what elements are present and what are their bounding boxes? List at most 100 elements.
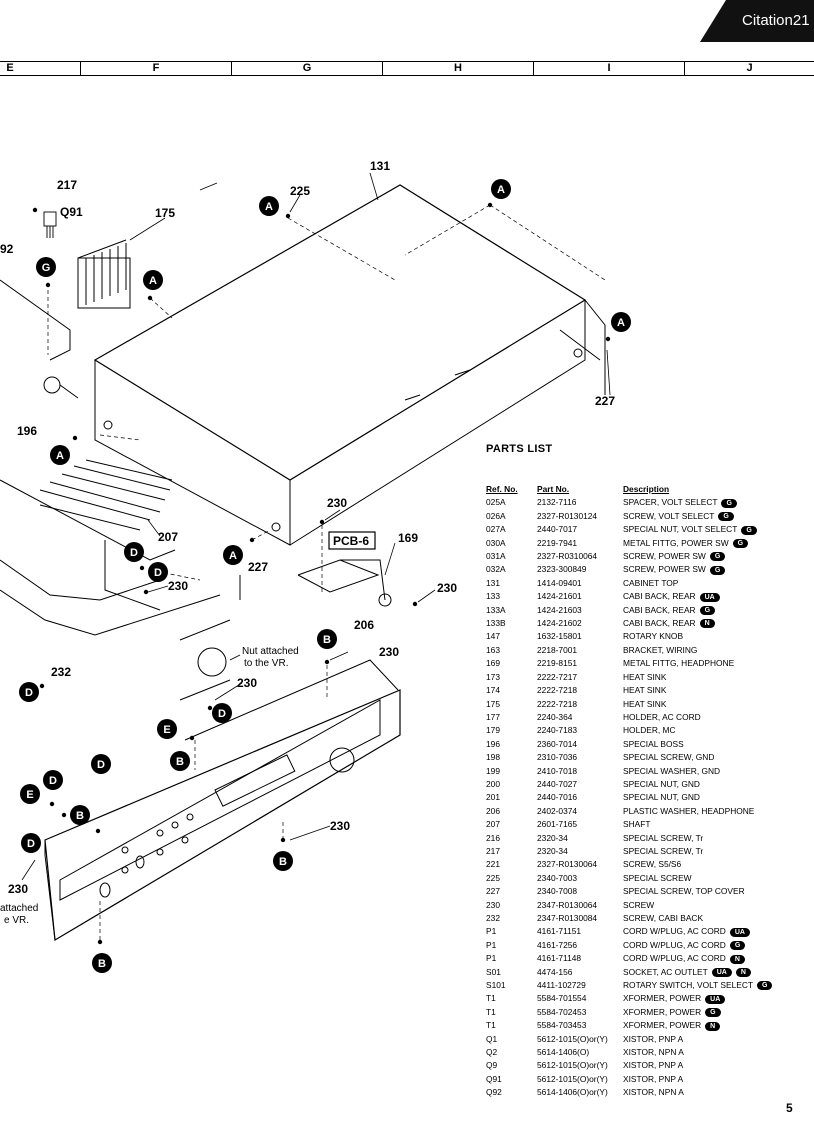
description-cell: PLASTIC WASHER, HEADPHONE	[623, 805, 811, 818]
column-j: J	[746, 62, 753, 74]
description-cell: HOLDER, MC	[623, 724, 811, 737]
svg-text:B: B	[76, 810, 84, 822]
callout-92: 92	[0, 242, 14, 256]
marker-d-6: D	[43, 770, 63, 790]
ref-no-cell: P1	[486, 926, 497, 937]
column-h: H	[383, 62, 534, 75]
description-text: HOLDER, MC	[623, 725, 676, 736]
part-no-cell: 2327-R0130124	[537, 510, 598, 521]
description-cell: SPECIAL BOSS	[623, 738, 811, 751]
svg-text:A: A	[229, 550, 237, 562]
callout-207: 207	[158, 530, 178, 544]
grid-column-bar: E F G H I J	[0, 61, 814, 76]
column-g: G	[232, 62, 383, 75]
description-text: SCREW	[623, 899, 655, 910]
ref-no-cell: S01	[486, 966, 501, 977]
ref-no-cell: 133B	[486, 618, 506, 629]
heat-sink	[77, 239, 131, 309]
region-badge: N	[705, 1021, 721, 1031]
region-badge: G	[709, 552, 726, 562]
description-text: BRACKET, WIRING	[623, 644, 698, 655]
note-left-line2: e VR.	[4, 915, 29, 926]
part-no-cell: 5612-1015(O)or(Y)	[537, 1033, 608, 1044]
description-text: SPACER, VOLT SELECT	[623, 497, 718, 508]
description-text: CORD W/PLUG, AC CORD	[623, 939, 726, 950]
part-no-cell: 5584-702453	[537, 1006, 587, 1017]
ref-no-cell: 169	[486, 658, 500, 669]
ref-no-cell: 031A	[486, 551, 506, 562]
part-no-cell: 2440-7017	[537, 524, 578, 535]
region-badge: N	[729, 954, 745, 964]
marker-e-1: E	[157, 719, 177, 739]
svg-text:D: D	[130, 547, 138, 559]
description-text: SPECIAL NUT, VOLT SELECT	[623, 524, 738, 535]
callout-230-bottom: 230	[330, 819, 350, 833]
region-badge: UA	[711, 967, 732, 977]
note-nut-line2: to the VR.	[244, 658, 288, 669]
marker-b-3: B	[70, 805, 90, 825]
ref-no-cell: Q92	[486, 1087, 502, 1098]
part-no-cell: 5614-1406(O)	[537, 1047, 590, 1058]
description-text: CORD W/PLUG, AC CORD	[623, 926, 726, 937]
description-cell: SHAFT	[623, 818, 811, 831]
callout-206: 206	[354, 618, 374, 632]
part-no-cell: 1424-21601	[537, 591, 582, 602]
description-cell: SCREW, CABI BACK	[623, 912, 811, 925]
description-text: SPECIAL NUT, GND	[623, 792, 700, 803]
ref-no-cell: 027A	[486, 524, 506, 535]
svg-text:D: D	[25, 687, 33, 699]
ref-no-cell: 163	[486, 644, 500, 655]
description-text: CABINET TOP	[623, 577, 679, 588]
column-i: I	[534, 62, 685, 75]
part-no-cell: 2347-R0130084	[537, 913, 598, 923]
part-no-cell: 2240-364	[537, 711, 573, 722]
marker-b-2: B	[170, 751, 190, 771]
marker-d-5: D	[91, 754, 111, 774]
callout-230-right: 230	[437, 581, 457, 595]
part-no-cell: 2218-7001	[537, 644, 578, 655]
description-cell: SPECIAL NUT, GND	[623, 791, 811, 804]
part-no-cell: 1414-09401	[537, 577, 582, 588]
transistor-q91	[43, 211, 57, 238]
ref-no-cell: 147	[486, 631, 500, 642]
region-badge: G	[729, 941, 746, 951]
region-badge: G	[699, 605, 716, 615]
ref-no-cell: 199	[486, 765, 500, 776]
callout-230-vr: 230	[379, 645, 399, 659]
region-badge: G	[709, 565, 726, 575]
callout-227-right: 227	[595, 394, 615, 408]
description-text: CABI BACK, REAR	[623, 591, 696, 602]
description-cell: BRACKET, WIRING	[623, 644, 811, 657]
part-no-cell: 2347-R0130064	[537, 899, 598, 910]
ref-no-cell: Q1	[486, 1033, 498, 1044]
description-text: SCREW, POWER SW	[623, 564, 706, 575]
description-text: SCREW, POWER SW	[623, 551, 706, 562]
description-text: XISTOR, PNP A	[623, 1073, 684, 1084]
marker-d-1: D	[124, 542, 144, 562]
description-cell: SPECIAL SCREW, Tr	[623, 832, 811, 845]
callout-230-top: 230	[327, 496, 347, 510]
part-no-cell: 2222-7218	[537, 698, 578, 709]
ref-no-cell: Q91	[486, 1073, 502, 1084]
